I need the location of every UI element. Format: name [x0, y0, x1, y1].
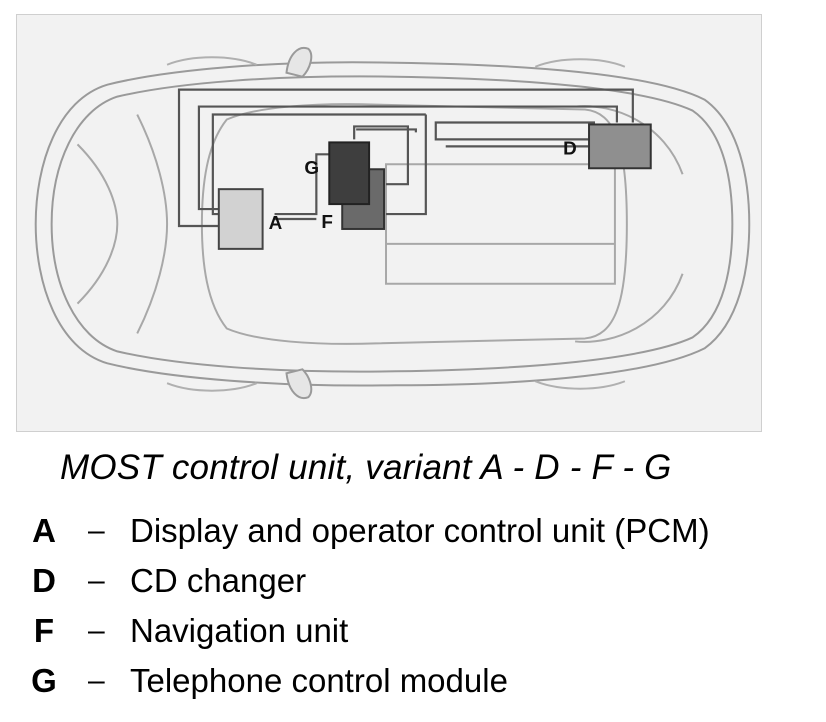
control-units: [217, 123, 652, 250]
unit-a-label: A: [269, 213, 283, 234]
legend-description: Display and operator control unit (PCM): [130, 512, 710, 549]
legend-separator: –: [88, 514, 105, 547]
figure-caption: MOST control unit, variant A - D - F - G: [60, 448, 672, 487]
car-diagram: A D F G: [16, 14, 762, 432]
unit-d-box: [588, 123, 652, 170]
legend-item-g: G – Telephone control module: [22, 660, 822, 710]
unit-f-label: F: [321, 212, 333, 233]
legend-item-d: D – CD changer: [22, 560, 822, 610]
wheel-arches: [166, 56, 626, 392]
legend: A – Display and operator control unit (P…: [22, 510, 822, 710]
legend-separator: –: [88, 614, 105, 647]
legend-item-f: F – Navigation unit: [22, 610, 822, 660]
legend-key: A: [32, 512, 56, 549]
legend-description: Navigation unit: [130, 612, 349, 649]
legend-separator: –: [88, 664, 105, 697]
unit-a-box: [217, 188, 264, 250]
legend-separator: –: [88, 564, 105, 597]
unit-d-label: D: [563, 138, 577, 159]
legend-key: F: [33, 612, 55, 649]
car-body-outline: [34, 61, 751, 387]
legend-key: G: [31, 662, 57, 699]
unit-g-label: G: [304, 158, 319, 179]
cabin-outline: [76, 103, 684, 345]
mirrors: [285, 46, 313, 400]
unit-g-box: [328, 141, 371, 206]
legend-description: Telephone control module: [130, 662, 508, 699]
legend-key: D: [32, 562, 56, 599]
legend-item-a: A – Display and operator control unit (P…: [22, 510, 822, 560]
legend-description: CD changer: [130, 562, 307, 599]
car-top-view-illustration: A D F G: [34, 46, 751, 400]
